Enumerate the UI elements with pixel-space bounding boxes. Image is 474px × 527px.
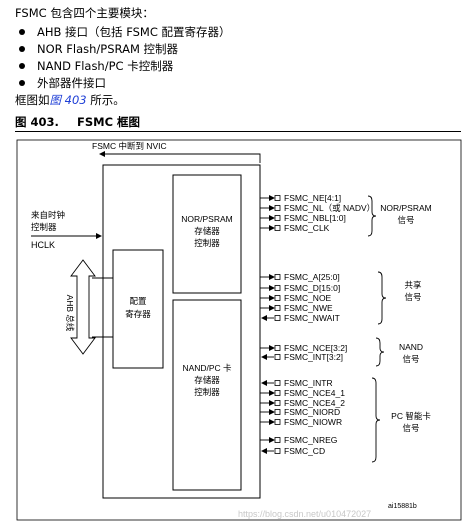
signal-label: FSMC_NL（或 NADV）	[284, 203, 375, 213]
intro-text: FSMC 包含四个主要模块：	[15, 6, 154, 20]
pin-marker	[274, 225, 281, 231]
nand-pc-controller-block	[172, 299, 242, 491]
nor-controller-label: 存储器	[194, 226, 220, 236]
signal-lines: FSMC_NE[4:1]FSMC_NL（或 NADV）FSMC_NBL[1:0]…	[260, 193, 375, 456]
signal-label: FSMC_NCE[3:2]	[284, 343, 347, 353]
bullet-icon	[19, 63, 25, 69]
config-registers-label: 寄存器	[125, 309, 151, 319]
nand-group-label: 信号	[402, 354, 419, 364]
bullet-icon	[19, 80, 25, 86]
pin-marker	[274, 400, 281, 406]
signal-label: FSMC_NWAIT	[284, 313, 340, 323]
shared-group-label: 共享	[404, 280, 422, 290]
nvic-label: FSMC 中断到 NVIC	[92, 141, 167, 151]
nand-controller-label: 存储器	[194, 375, 220, 385]
signal-label: FSMC_NBL[1:0]	[284, 213, 346, 223]
figure-top-rule	[15, 131, 461, 132]
pin-marker	[274, 315, 281, 321]
hclk-label: HCLK	[31, 240, 55, 250]
signal-label: FSMC_NE[4:1]	[284, 193, 341, 203]
signal-label: FSMC_NIORD	[284, 407, 340, 417]
pin-marker	[274, 409, 281, 415]
fsmc-block	[102, 164, 261, 499]
ahb-bus-label: AHB 总线	[65, 295, 75, 332]
bullet-icon	[19, 29, 25, 35]
nand-controller-label: NAND/PC 卡	[182, 363, 232, 373]
pin-marker	[274, 305, 281, 311]
signal-label: FSMC_CD	[284, 446, 325, 456]
signal-label: FSMC_NWE	[284, 303, 333, 313]
group-brace	[367, 195, 377, 237]
group-brace	[371, 377, 381, 463]
pin-marker	[274, 437, 281, 443]
clock-source-label: 来自时钟	[31, 210, 65, 220]
signal-label: FSMC_NOE	[284, 293, 332, 303]
signal-label: FSMC_NREG	[284, 435, 337, 445]
pin-marker	[274, 448, 281, 454]
signal-label: FSMC_NCE4_2	[284, 398, 345, 408]
module-item: 外部器件接口	[37, 76, 106, 90]
signal-label: FSMC_A[25:0]	[284, 272, 340, 282]
figure-title: FSMC 框图	[77, 115, 141, 129]
pin-marker	[274, 195, 281, 201]
shared-group-label: 信号	[404, 292, 421, 302]
signal-label: FSMC_CLK	[284, 223, 330, 233]
pin-marker	[274, 205, 281, 211]
figure-code: ai15881b	[388, 503, 417, 510]
nand-group-label: NAND	[399, 342, 423, 352]
figure-number: 图 403.	[15, 115, 59, 129]
nor-group-label: 信号	[397, 215, 414, 225]
pin-marker	[274, 285, 281, 291]
module-item: NOR Flash/PSRAM 控制器	[37, 42, 179, 56]
pc-group-label: 信号	[402, 423, 419, 433]
diagram-reference: 框图如图 403 所示。	[15, 92, 125, 108]
module-item: AHB 接口（包括 FSMC 配置寄存器）	[37, 25, 231, 39]
pin-marker	[274, 215, 281, 221]
nor-controller-label: NOR/PSRAM	[181, 214, 232, 224]
watermark-text: https://blog.csdn.net/u010472027	[238, 509, 371, 519]
nand-controller-label: 控制器	[194, 387, 220, 397]
nor-psram-controller-block	[172, 174, 242, 294]
nvic-arrow	[99, 151, 261, 163]
pin-marker	[274, 274, 281, 280]
config-registers-block	[112, 249, 164, 369]
group-brace	[377, 271, 387, 325]
nor-controller-label: 控制器	[194, 238, 220, 248]
pc-group-label: PC 智能卡	[391, 411, 431, 421]
signal-label: FSMC_D[15:0]	[284, 283, 340, 293]
signal-label: FSMC_NCE4_1	[284, 388, 345, 398]
reference-prefix: 框图如	[15, 93, 50, 107]
signal-label: FSMC_NIOWR	[284, 417, 342, 427]
pin-marker	[274, 419, 281, 425]
signal-label: FSMC_INTR	[284, 378, 333, 388]
figure-link[interactable]: 图 403	[49, 93, 87, 107]
clock-source-label: 控制器	[31, 222, 57, 232]
pin-marker	[274, 380, 281, 386]
signal-label: FSMC_INT[3:2]	[284, 352, 343, 362]
nor-group-label: NOR/PSRAM	[380, 203, 431, 213]
pin-marker	[274, 295, 281, 301]
module-item: NAND Flash/PC 卡控制器	[37, 59, 174, 73]
pin-marker	[274, 390, 281, 396]
group-brace	[375, 337, 385, 367]
pin-marker	[274, 354, 281, 360]
reference-suffix: 所示。	[86, 93, 125, 107]
signal-group-braces	[367, 195, 387, 463]
bullet-icon	[19, 46, 25, 52]
pin-marker	[274, 345, 281, 351]
diagram-frame	[16, 139, 462, 521]
ahb-bus-arrow	[70, 259, 96, 355]
config-registers-label: 配置	[129, 296, 147, 306]
